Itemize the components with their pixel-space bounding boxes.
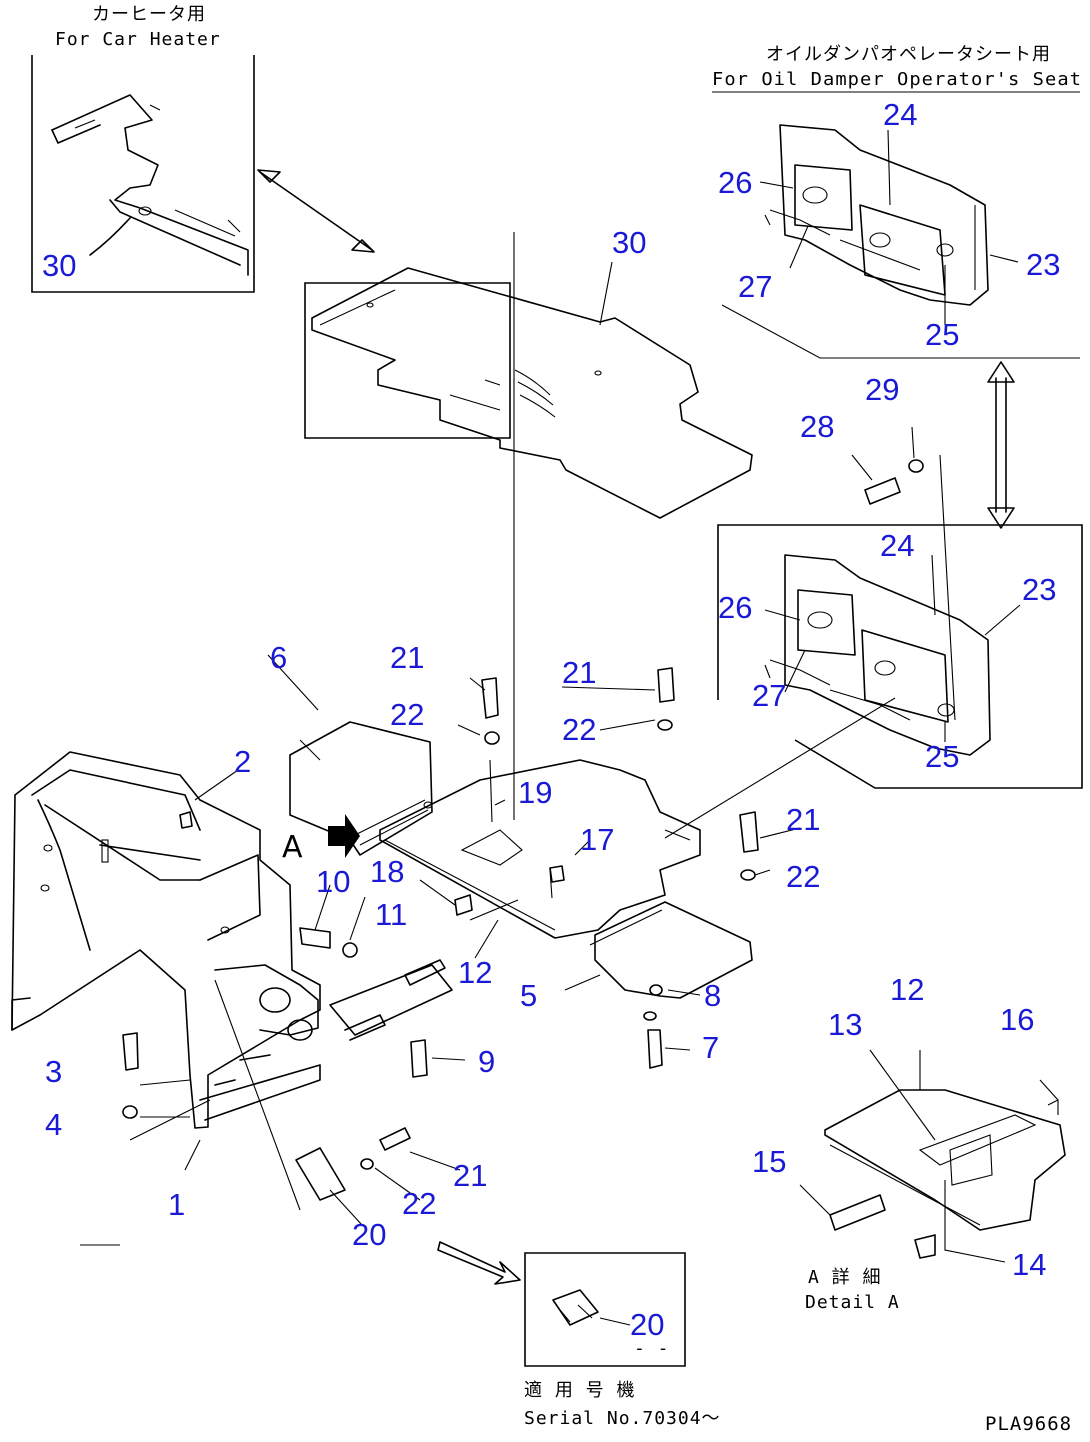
note-serial-dash: - - (634, 1338, 670, 1359)
floor-mat (304, 232, 753, 820)
drawing-id: PLA9668 (985, 1413, 1072, 1435)
callout-28: 28 (800, 409, 834, 444)
callout-24-b: 24 (880, 528, 914, 563)
note-car-heater-jp: カーヒータ用 (92, 4, 206, 25)
bolts-and-washers (122, 667, 759, 1201)
note-serial-en: Serial No.70304～ (524, 1408, 721, 1429)
note-detail-en: Detail A (805, 1292, 900, 1313)
callout-14: 14 (1012, 1247, 1046, 1282)
callout-3: 3 (45, 1054, 62, 1089)
callout-20: 20 (352, 1217, 386, 1252)
callout-26-b: 26 (718, 590, 752, 625)
floor-plate-12 (379, 759, 701, 939)
callout-21-b: 21 (562, 655, 596, 690)
callout-21-d: 21 (453, 1158, 487, 1193)
seat-bracket-assembly (664, 524, 1083, 839)
view-letter: A (282, 830, 304, 865)
leader-lines (80, 129, 1021, 1246)
callout-27-b: 27 (752, 678, 786, 713)
callout-22-b: 22 (562, 712, 596, 747)
bolt-28-washer-29 (851, 426, 956, 721)
cover-5 (589, 901, 753, 1069)
callout-17: 17 (580, 822, 614, 857)
callouts: 1 2 3 4 5 6 7 8 9 10 11 12 12 13 14 15 1… (42, 97, 1060, 1342)
callout-12: 12 (458, 955, 492, 990)
callout-4: 4 (45, 1107, 62, 1142)
callout-1: 1 (168, 1187, 185, 1222)
inset-oil-damper-seat (712, 91, 1080, 359)
callout-8: 8 (704, 978, 721, 1013)
callout-29: 29 (865, 372, 899, 407)
callout-7: 7 (702, 1030, 719, 1065)
callout-27-a: 27 (738, 269, 772, 304)
callout-22-a: 22 (390, 697, 424, 732)
callout-21-c: 21 (786, 802, 820, 837)
callout-20-inset: 20 (630, 1307, 664, 1342)
double-arrow-seat (987, 361, 1015, 529)
callout-9: 9 (478, 1044, 495, 1079)
callout-23-b: 23 (1022, 572, 1056, 607)
cover-6 (289, 721, 433, 856)
view-arrow-icon (328, 814, 360, 858)
note-car-heater-en: For Car Heater (55, 29, 221, 50)
note-serial-jp: 適 用 号 機 (524, 1380, 636, 1401)
callout-6: 6 (270, 640, 287, 675)
callout-18: 18 (370, 854, 404, 889)
callout-23-a: 23 (1026, 247, 1060, 282)
callout-30-mat: 30 (612, 225, 646, 260)
callout-15: 15 (752, 1144, 786, 1179)
callout-25-a: 25 (925, 317, 959, 352)
callout-5: 5 (520, 978, 537, 1013)
callout-25-b: 25 (925, 739, 959, 774)
inset-car-heater (31, 55, 255, 293)
callout-24-a: 24 (883, 97, 917, 132)
callout-22-d: 22 (402, 1186, 436, 1221)
callout-2: 2 (234, 744, 251, 779)
callout-10: 10 (316, 864, 350, 899)
callout-22-c: 22 (786, 859, 820, 894)
note-detail-jp: A 詳 細 (808, 1267, 882, 1288)
callout-16: 16 (1000, 1002, 1034, 1037)
callout-26-a: 26 (718, 165, 752, 200)
callout-30-inset: 30 (42, 248, 76, 283)
note-oil-damper-jp: オイルダンパオペレータシート用 (766, 44, 1051, 65)
callout-13: 13 (828, 1007, 862, 1042)
double-arrow-heater (257, 169, 375, 253)
floor-frame (11, 751, 453, 1211)
detail-a (799, 1049, 1066, 1263)
note-oil-damper-en: For Oil Damper Operator's Seat (712, 69, 1082, 90)
callout-11: 11 (375, 897, 407, 932)
callout-19: 19 (518, 775, 552, 810)
callout-21-a: 21 (390, 640, 424, 675)
inset-serial (437, 1241, 686, 1367)
callout-12-detail: 12 (890, 972, 924, 1007)
